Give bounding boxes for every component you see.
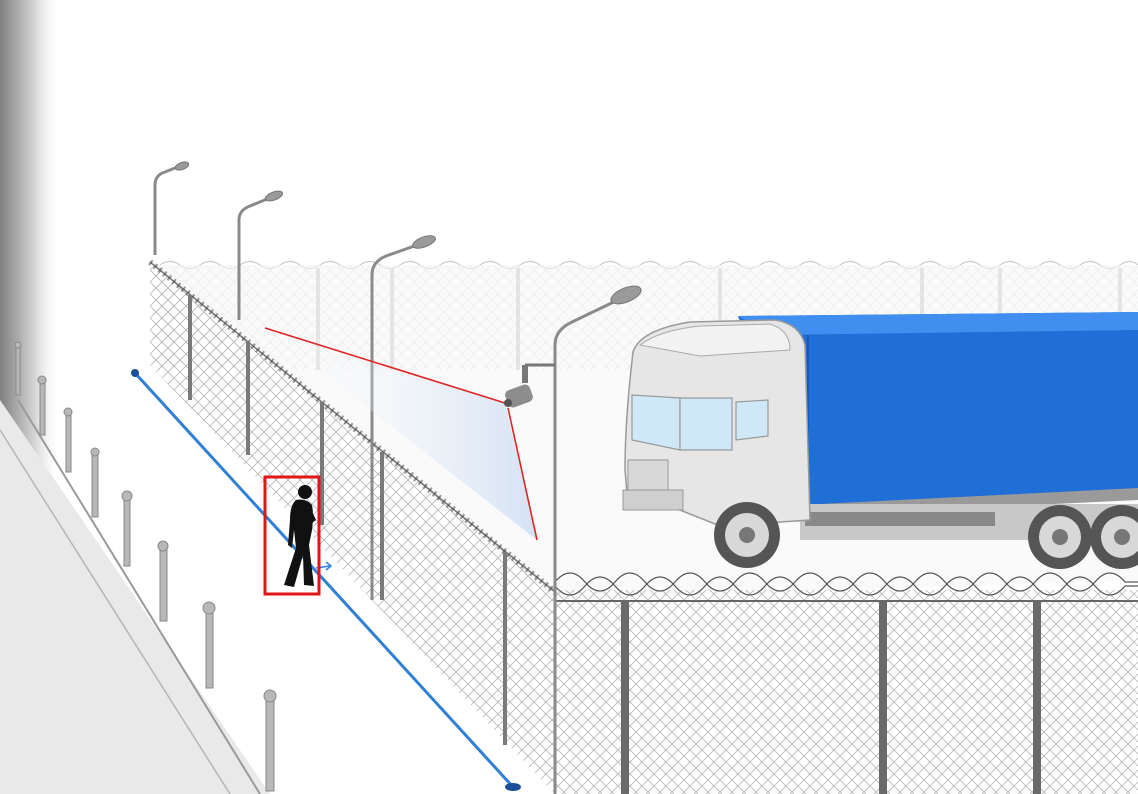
road-surface: [0, 400, 270, 794]
front-fence: [555, 573, 1138, 794]
